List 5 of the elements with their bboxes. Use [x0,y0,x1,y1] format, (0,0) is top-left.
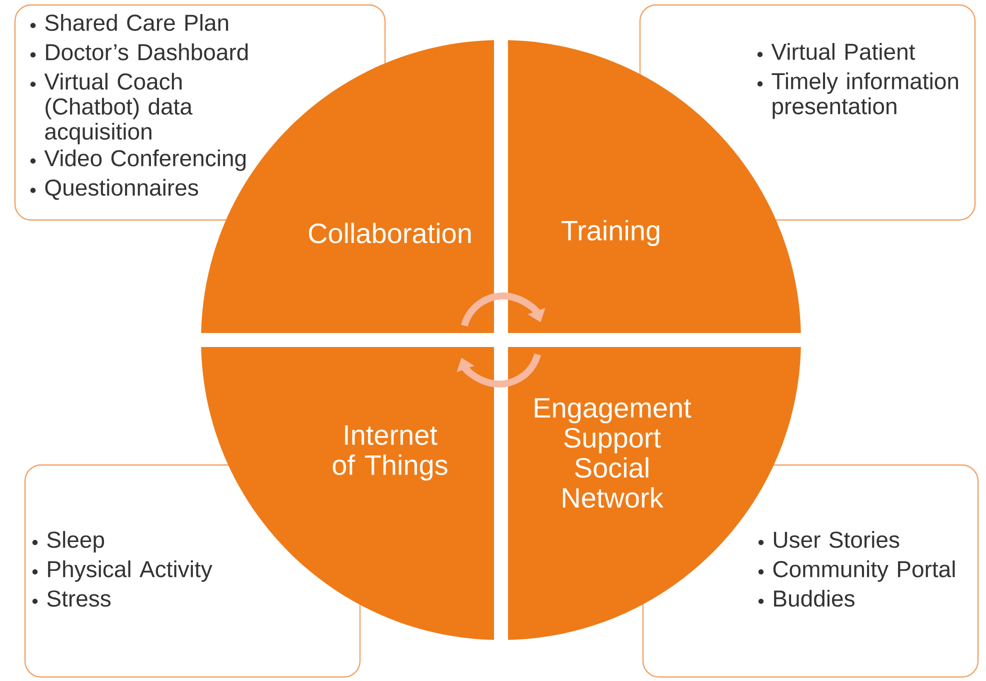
bullet-item: Virtual Coach (Chatbot) data acquisition [44,72,192,144]
bullet-item: Shared Care Plan [45,14,228,31]
bullet-item: Stress [47,590,111,607]
bullet-item: Questionnaires [45,178,198,200]
bullet-item: Sleep [47,531,104,552]
